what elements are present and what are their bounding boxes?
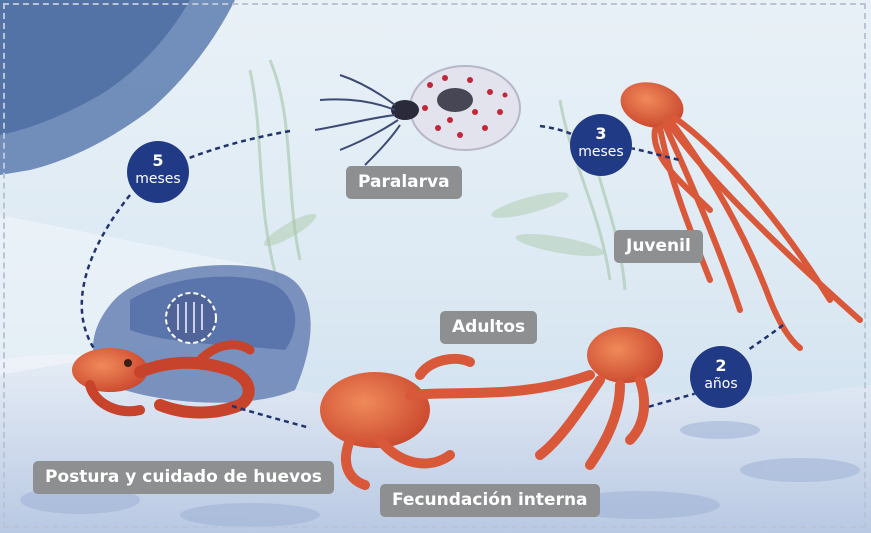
duration-badge-2-anos: 2 años	[690, 346, 752, 408]
label-postura-cuidado-huevos: Postura y cuidado de huevos	[33, 461, 334, 494]
duration-unit: meses	[127, 170, 189, 188]
cycle-connector	[630, 148, 680, 160]
cycle-connector	[648, 393, 697, 407]
cycle-connector	[748, 325, 783, 350]
cycle-connector	[232, 406, 310, 428]
label-adultos: Adultos	[440, 311, 537, 344]
label-juvenil: Juvenil	[614, 230, 703, 263]
label-fecundacion-interna: Fecundación interna	[380, 484, 600, 517]
duration-number: 3	[570, 125, 632, 143]
duration-number: 5	[127, 152, 189, 170]
label-paralarva: Paralarva	[346, 166, 462, 199]
cycle-connector	[82, 195, 130, 350]
duration-number: 2	[690, 357, 752, 375]
duration-badge-3-meses: 3 meses	[570, 114, 632, 176]
duration-unit: meses	[570, 143, 632, 161]
duration-unit: años	[690, 375, 752, 393]
duration-badge-5-meses: 5 meses	[127, 141, 189, 203]
